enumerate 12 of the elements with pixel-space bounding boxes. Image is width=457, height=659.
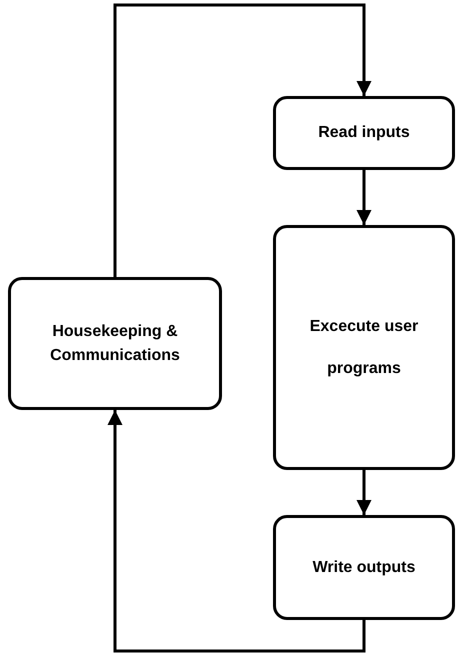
arrow xyxy=(114,4,372,277)
box-label: Read inputs xyxy=(318,123,410,143)
process-box xyxy=(8,277,222,410)
process-box xyxy=(273,225,455,470)
arrow xyxy=(356,170,372,225)
box-label: Write outputs xyxy=(312,558,416,578)
box-label: Housekeeping & Communications xyxy=(49,322,181,366)
arrow xyxy=(356,470,372,515)
process-box xyxy=(273,515,455,620)
box-label: Excecute user programs xyxy=(308,316,420,378)
arrow xyxy=(108,410,366,652)
process-box xyxy=(273,96,455,170)
